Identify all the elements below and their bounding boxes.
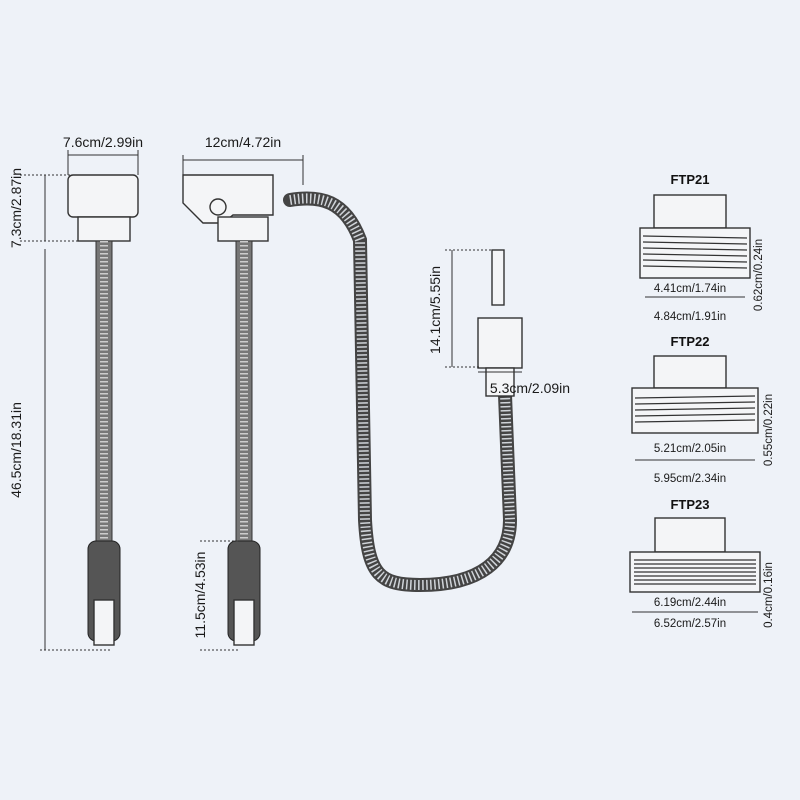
adapter-inner-label: 5.21cm/2.05in xyxy=(654,443,726,455)
adapter-pitch-label: 0.4cm/0.16in xyxy=(763,562,775,628)
left-width-label: 7.6cm/2.99in xyxy=(63,134,143,150)
left-head-height-label: 7.3cm/2.87in xyxy=(8,168,24,248)
adapter-inner-label: 6.19cm/2.44in xyxy=(654,597,726,609)
adapter-ftp23: FTP23 6.19cm/2.44in 6.52cm/2.57in 0.4cm/… xyxy=(629,497,775,630)
adapter-ftp21: FTP21 4.41cm/1.74in 4.84cm/1.91in 0.62cm… xyxy=(639,172,765,323)
pump-right: 12cm/4.72in 11.5cm/4.53in xyxy=(182,134,518,651)
left-total-length-label: 46.5cm/18.31in xyxy=(8,402,24,498)
pump-left: 7.6cm/2.99in 7.3cm/2.87in 46.5cm/18.31in xyxy=(8,134,143,651)
adapter-name: FTP22 xyxy=(670,334,709,349)
nozzle-width-label: 5.3cm/2.09in xyxy=(490,380,570,396)
adapter-ftp22: FTP22 5.21cm/2.05in 5.95cm/2.34in 0.55cm… xyxy=(631,334,775,485)
adapter-inner-label: 4.41cm/1.74in xyxy=(654,283,726,295)
adapter-name: FTP21 xyxy=(670,172,709,187)
nozzle-height-label: 14.1cm/5.55in xyxy=(427,266,443,354)
adapter-outer-label: 4.84cm/1.91in xyxy=(654,311,726,323)
right-filter-length-label: 11.5cm/4.53in xyxy=(192,552,208,639)
adapter-outer-label: 6.52cm/2.57in xyxy=(654,618,726,630)
adapter-pitch-label: 0.55cm/0.22in xyxy=(763,394,775,466)
adapter-name: FTP23 xyxy=(670,497,709,512)
right-width-label: 12cm/4.72in xyxy=(205,134,281,150)
adapter-outer-label: 5.95cm/2.34in xyxy=(654,473,726,485)
nozzle: 14.1cm/5.55in 5.3cm/2.09in xyxy=(427,249,570,397)
adapter-pitch-label: 0.62cm/0.24in xyxy=(753,239,765,311)
